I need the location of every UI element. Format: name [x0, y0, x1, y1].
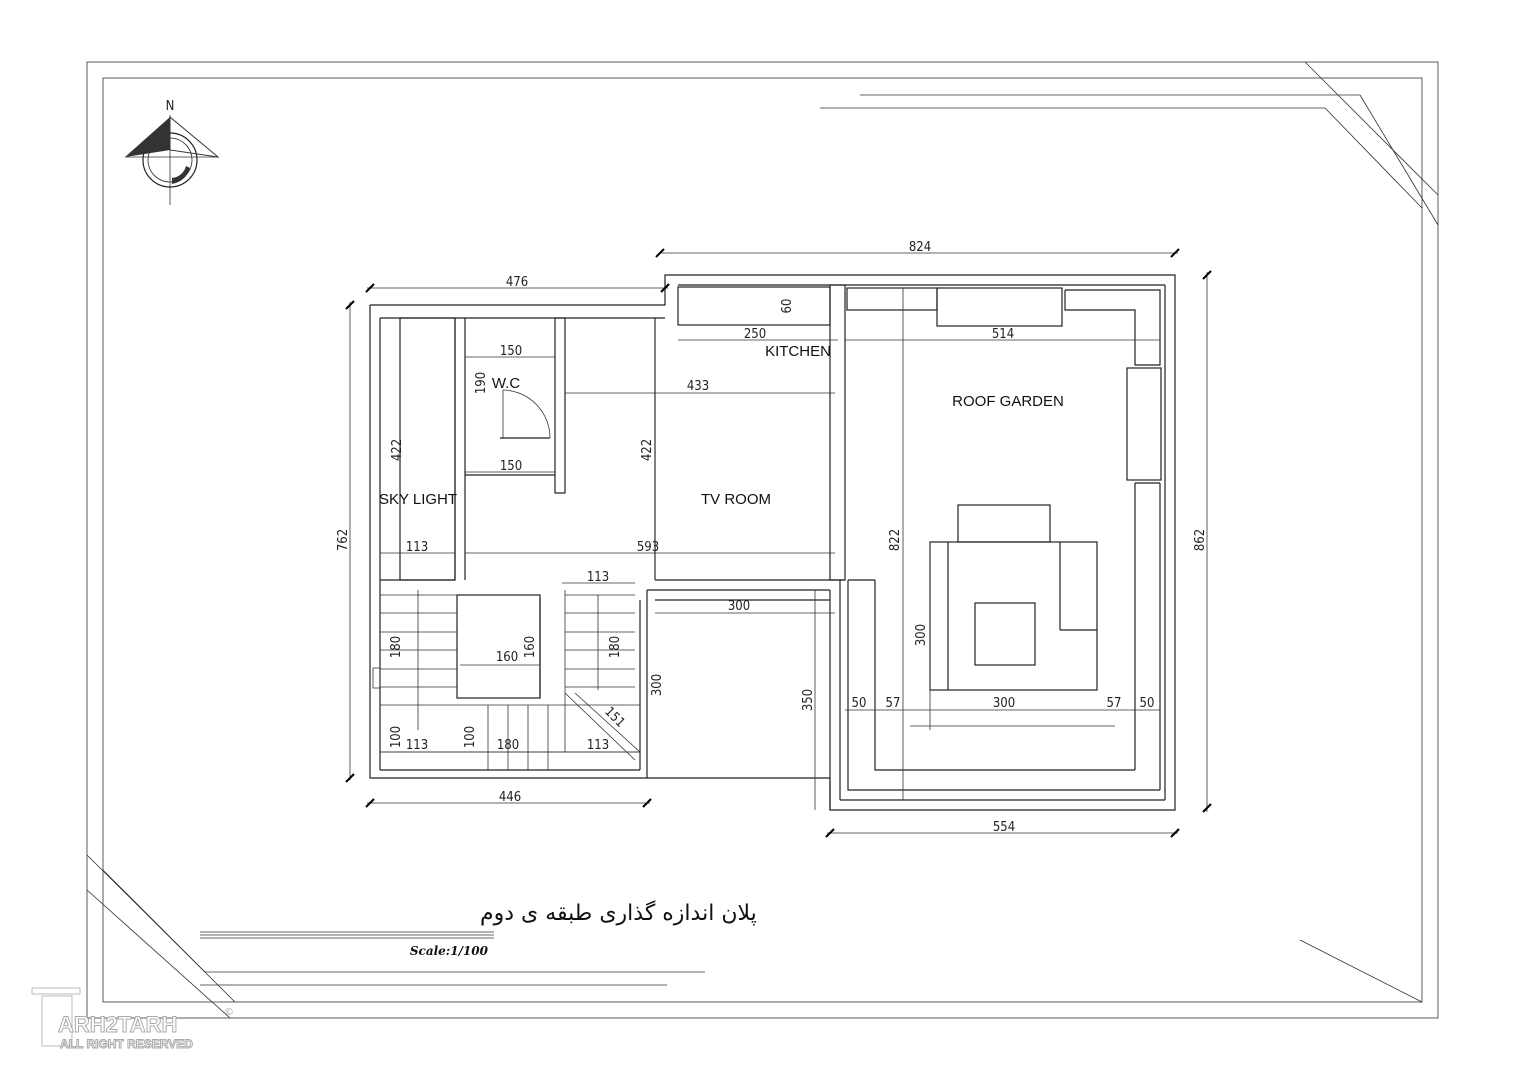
- room-labels: KITCHEN ROOF GARDEN W.C SKY LIGHT TV ROO…: [379, 343, 1064, 508]
- dim-label: 100: [389, 726, 404, 748]
- dim-label: 113: [587, 570, 609, 585]
- dim-label: 822: [888, 529, 903, 551]
- dim-label: 190: [474, 372, 489, 394]
- dim-label: 250: [744, 327, 766, 342]
- dim-label: 762: [336, 529, 351, 551]
- dim-label: 150: [500, 344, 522, 359]
- room-label-kitchen: KITCHEN: [765, 343, 831, 360]
- copyright-icon: ©: [224, 1007, 234, 1018]
- room-label-sky-light: SKY LIGHT: [379, 491, 457, 508]
- watermark-brand: ARH2TARH: [58, 1012, 177, 1037]
- dim-label: 113: [406, 540, 428, 555]
- dim-label: 300: [650, 674, 665, 696]
- dim-label: 113: [587, 738, 609, 753]
- room-label-roof-garden: ROOF GARDEN: [952, 393, 1064, 410]
- title-block: پلان اندازه گذاری طبقه ی دوم Scale:1/100: [200, 900, 757, 958]
- watermark-rights: ALL RIGHT RESERVED: [60, 1037, 193, 1051]
- dim-label: 160: [523, 636, 538, 658]
- dimension-lines: [345, 248, 1212, 838]
- north-arrow-icon: N: [125, 99, 220, 205]
- dim-label: 862: [1193, 529, 1208, 551]
- dim-label: 300: [914, 624, 929, 646]
- dim-label: 824: [909, 240, 931, 255]
- dim-label: 422: [640, 439, 655, 461]
- dim-label: 50: [852, 696, 867, 711]
- dim-label: 476: [506, 275, 528, 290]
- dim-label: 433: [687, 379, 709, 394]
- dim-label: 350: [801, 689, 816, 711]
- dim-label: 180: [608, 636, 623, 658]
- dim-label: 151: [601, 704, 627, 730]
- drawing-title: پلان اندازه گذاری طبقه ی دوم: [480, 900, 757, 926]
- north-label: N: [166, 99, 175, 114]
- dim-label: 300: [728, 599, 750, 614]
- dim-label: 100: [463, 726, 478, 748]
- dim-label: 514: [992, 327, 1014, 342]
- dim-label: 160: [496, 650, 518, 665]
- dim-label: 422: [390, 439, 405, 461]
- dim-label: 50: [1140, 696, 1155, 711]
- dim-label: 300: [993, 696, 1015, 711]
- dim-label: 113: [406, 738, 428, 753]
- dim-label: 446: [499, 790, 521, 805]
- room-label-tv-room: TV ROOM: [701, 491, 771, 508]
- dim-label: 554: [993, 820, 1015, 835]
- dim-label: 57: [1107, 696, 1122, 711]
- watermark-logo: ARH2TARH ALL RIGHT RESERVED ©: [31, 987, 234, 1052]
- dim-label: 150: [500, 459, 522, 474]
- dim-label: 593: [637, 540, 659, 555]
- drawing-scale: Scale:1/100: [410, 944, 489, 958]
- dim-label: 180: [389, 636, 404, 658]
- dimension-labels: 824 476 762 862 446 554 60 250 514 150 1…: [336, 240, 1208, 835]
- dim-label: 180: [497, 738, 519, 753]
- room-label-wc: W.C: [492, 375, 520, 392]
- sheet-frame: [86, 61, 1439, 1019]
- dim-label: 60: [780, 299, 795, 314]
- dim-label: 57: [886, 696, 901, 711]
